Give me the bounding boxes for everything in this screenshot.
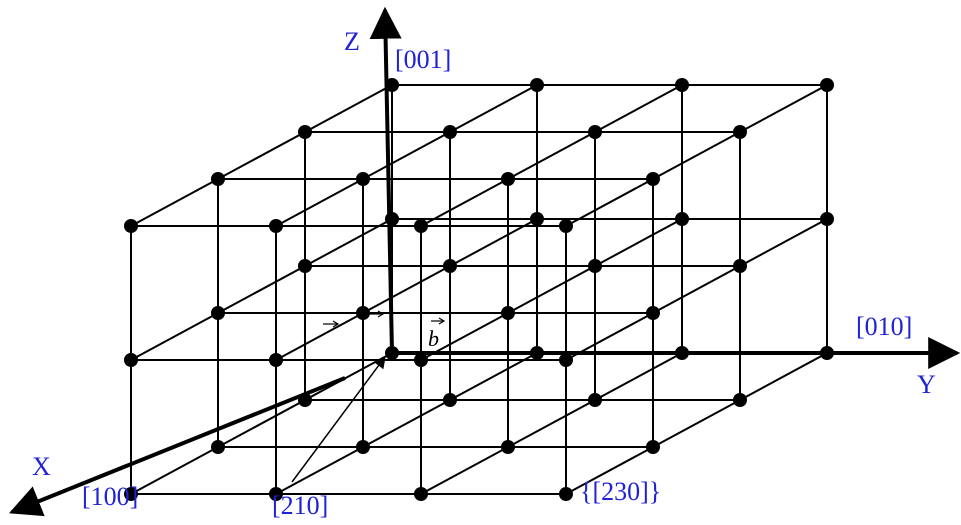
lattice-point	[443, 259, 457, 273]
lattice-point	[559, 487, 573, 501]
lattice-point	[356, 440, 370, 454]
lattice-point	[820, 346, 834, 360]
lattice-line-x	[565, 352, 828, 495]
vector-b-arrowhead	[438, 317, 446, 325]
lattice-point	[443, 393, 457, 407]
vector-b-label: b	[428, 326, 439, 351]
lattice-point	[298, 125, 312, 139]
lattice-point	[675, 212, 689, 226]
lattice-point	[733, 259, 747, 273]
direction-210-line	[291, 356, 386, 483]
lattice-line-x	[275, 352, 538, 495]
lattice-line-x	[275, 218, 538, 361]
lattice-point	[298, 259, 312, 273]
lattice-line-x	[420, 352, 683, 495]
lattice-grid-lines	[130, 84, 828, 495]
lattice-point	[646, 306, 660, 320]
lattice-point	[820, 212, 834, 226]
lattice-point	[733, 393, 747, 407]
lattice-point	[588, 259, 602, 273]
lattice-point	[385, 212, 399, 226]
lattice-line-x	[565, 84, 828, 227]
direction-100-label: [100]	[82, 482, 138, 511]
lattice-point	[124, 487, 138, 501]
lattice-point	[820, 78, 834, 92]
direction-230-label: {[230]}	[580, 477, 661, 506]
lattice-point	[356, 172, 370, 186]
lattice-point	[559, 353, 573, 367]
direction-001-label: [001]	[395, 45, 451, 74]
lattice-point	[269, 353, 283, 367]
lattice-point	[501, 440, 515, 454]
lattice-point	[414, 353, 428, 367]
lattice-point	[501, 306, 515, 320]
lattice-point	[414, 219, 428, 233]
lattice-point	[269, 487, 283, 501]
small-vector-arrows	[323, 310, 446, 328]
z-axis-label: Z	[344, 27, 360, 56]
z-axis-arrow	[369, 6, 402, 354]
lattice-point	[733, 125, 747, 139]
lattice-point	[646, 440, 660, 454]
direction-010-label: [010]	[856, 312, 912, 341]
vector-a2-arrowhead	[377, 310, 385, 318]
lattice-point	[211, 172, 225, 186]
y-axis-label: Y	[917, 370, 936, 399]
lattice-point	[124, 353, 138, 367]
lattice-point	[501, 172, 515, 186]
lattice-point	[124, 219, 138, 233]
lattice-point	[588, 393, 602, 407]
lattice-point	[530, 212, 544, 226]
lattice-point	[675, 346, 689, 360]
lattice-point	[298, 393, 312, 407]
lattice-point	[269, 219, 283, 233]
lattice-line-x	[130, 84, 393, 227]
lattice-point	[646, 172, 660, 186]
lattice-point	[211, 306, 225, 320]
lattice-line-x	[420, 84, 683, 227]
lattice-point	[675, 78, 689, 92]
lattice-point	[530, 346, 544, 360]
lattice-point	[385, 346, 399, 360]
lattice-line-x	[130, 352, 393, 495]
lattice-point	[530, 78, 544, 92]
lattice-point	[211, 440, 225, 454]
direction-210-label: [210]	[272, 491, 328, 520]
lattice-point	[588, 125, 602, 139]
lattice-point	[443, 125, 457, 139]
x-axis-label: X	[32, 452, 51, 481]
lattice-line-x	[275, 84, 538, 227]
lattice-point	[559, 219, 573, 233]
axes	[9, 6, 961, 517]
x-axis-arrow	[9, 376, 346, 517]
lattice-line-x	[130, 218, 393, 361]
lattice-line-x	[420, 218, 683, 361]
lattice-point	[356, 306, 370, 320]
lattice-points	[124, 78, 834, 501]
lattice-point	[414, 487, 428, 501]
lattice-line-x	[565, 218, 828, 361]
vector-a-arrowhead	[332, 320, 340, 328]
lattice-point	[385, 78, 399, 92]
